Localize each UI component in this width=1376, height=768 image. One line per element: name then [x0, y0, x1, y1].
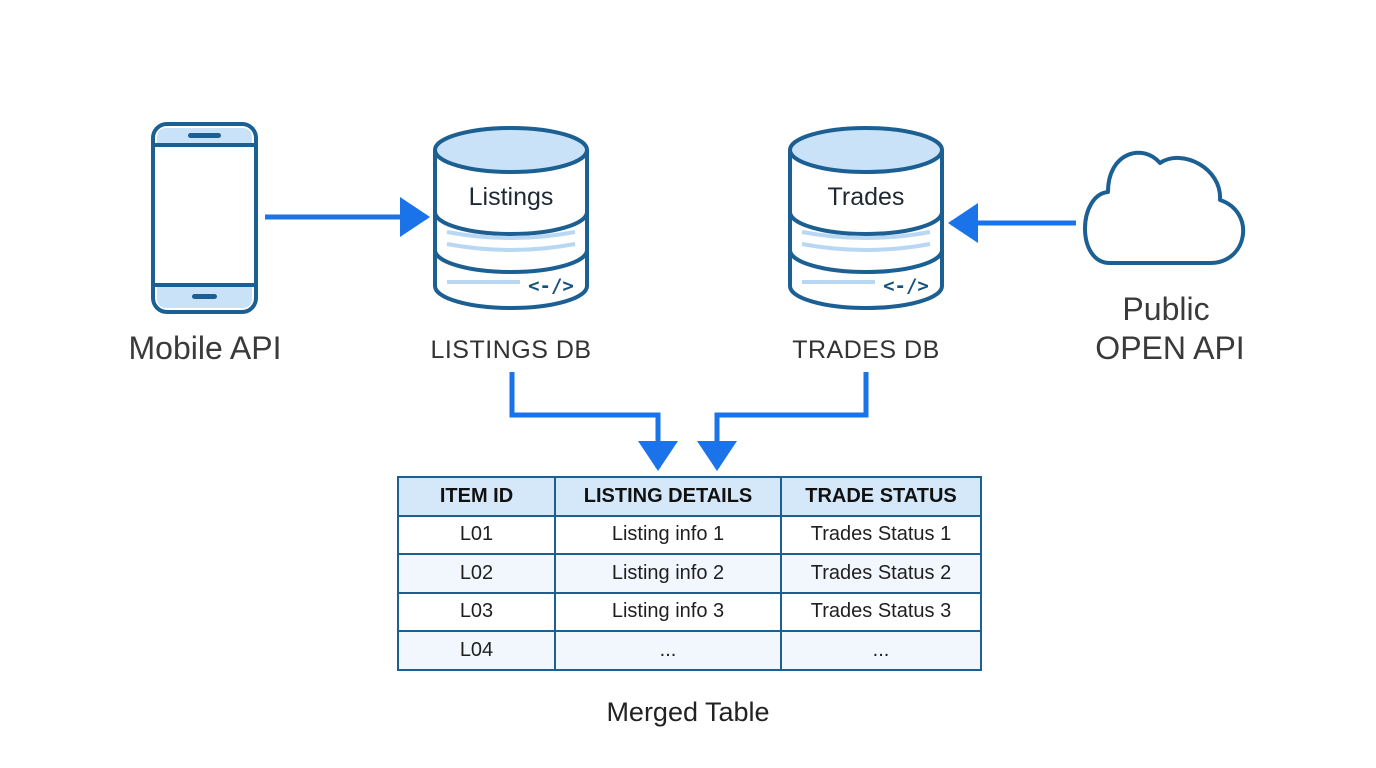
public-api-label-line2: OPEN API: [1095, 330, 1244, 366]
table-row: L04 ... ...: [397, 630, 982, 671]
column-header-item-id: ITEM ID: [397, 476, 556, 517]
table-cell: Listing info 3: [554, 591, 782, 632]
mobile-api-label: Mobile API: [129, 330, 282, 366]
public-api-label-line1: Public: [1122, 291, 1209, 327]
trades-database-icon: [788, 126, 944, 310]
code-icon: <-/>: [528, 275, 574, 297]
table-cell: ...: [780, 630, 982, 671]
table-cell: L02: [397, 553, 556, 594]
listings-database-icon: [433, 126, 589, 310]
table-row: L01 Listing info 1 Trades Status 1: [397, 514, 982, 555]
listings-db-label: LISTINGS DB: [430, 336, 591, 364]
table-cell: Trades Status 2: [780, 553, 982, 594]
table-cell: Trades Status 3: [780, 591, 982, 632]
table-cell: L04: [397, 630, 556, 671]
arrow-listings-to-table: [509, 372, 678, 471]
table-cell: L03: [397, 591, 556, 632]
table-row: L03 Listing info 3 Trades Status 3: [397, 591, 982, 632]
column-header-listing-details: LISTING DETAILS: [554, 476, 782, 517]
table-cell: Listing info 2: [554, 553, 782, 594]
merged-table-caption: Merged Table: [606, 697, 769, 727]
table-cell: L01: [397, 514, 556, 555]
table-header-row: ITEM ID LISTING DETAILS TRADE STATUS: [397, 476, 982, 517]
cloud-icon: [1083, 150, 1246, 265]
table-cell: Trades Status 1: [780, 514, 982, 555]
trades-db-title: Trades: [828, 183, 905, 211]
code-icon: <-/>: [883, 275, 929, 297]
column-header-trade-status: TRADE STATUS: [780, 476, 982, 517]
merged-table: ITEM ID LISTING DETAILS TRADE STATUS L01…: [397, 476, 982, 671]
table-row: L02 Listing info 2 Trades Status 2: [397, 553, 982, 594]
table-cell: Listing info 1: [554, 514, 782, 555]
trades-db-label: TRADES DB: [792, 336, 940, 364]
listings-db-title: Listings: [469, 183, 554, 211]
table-cell: ...: [554, 630, 782, 671]
mobile-phone-icon: [151, 122, 258, 314]
arrow-trades-to-table: [697, 372, 869, 471]
